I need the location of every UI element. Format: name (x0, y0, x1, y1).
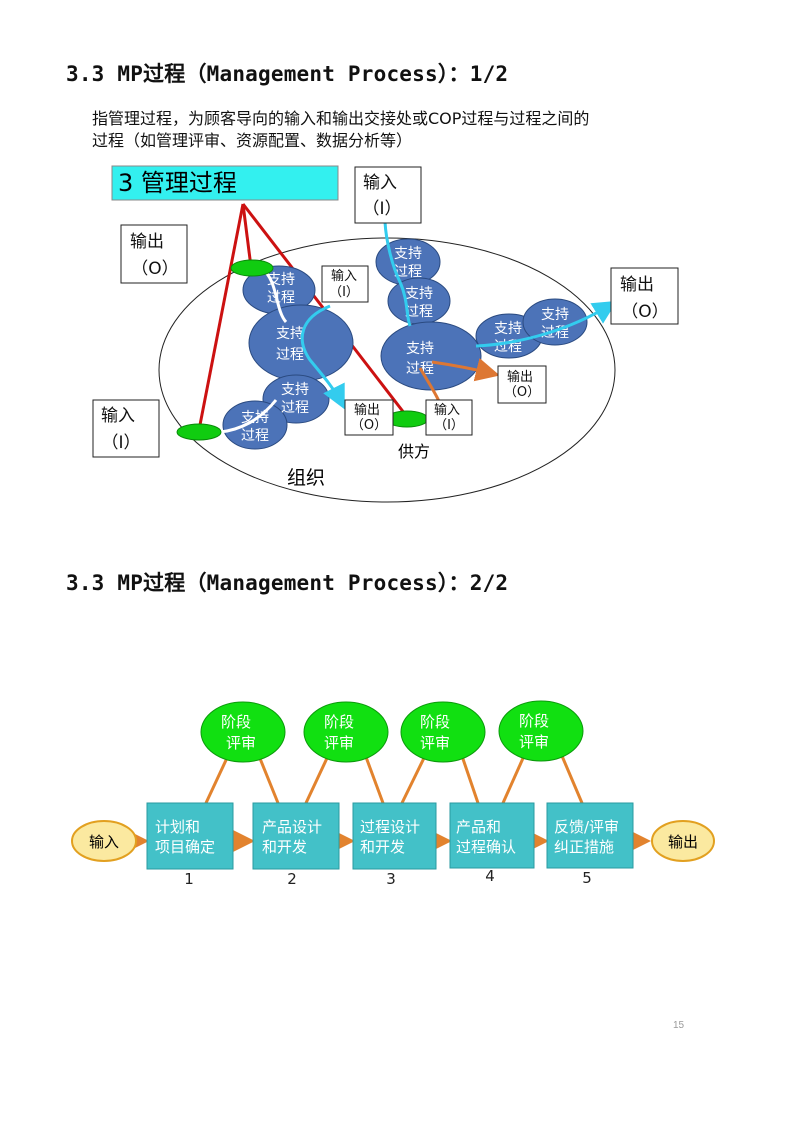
input-left-box (92, 399, 160, 458)
output-right-box (610, 267, 679, 325)
flow-input-label: 输入 (89, 833, 119, 851)
support-label: 支持 (494, 321, 522, 337)
box-text: （O） (504, 385, 540, 400)
stage-label: 过程设计 (360, 818, 420, 836)
stage-review-ellipse (303, 701, 389, 763)
flow-input (71, 820, 137, 862)
input-small-box-2 (425, 399, 473, 436)
review-label: 阶段 (519, 712, 549, 730)
review-label: 评审 (226, 734, 256, 752)
box-text: （O） (621, 302, 668, 322)
support-process-ellipse (380, 321, 482, 391)
stage-label: 过程确认 (456, 838, 516, 856)
support-label: 过程 (281, 400, 309, 416)
support-process-ellipse (248, 304, 354, 382)
stage-number: 3 (386, 870, 396, 888)
output-small-box (344, 399, 394, 436)
support-label: 过程 (394, 264, 422, 280)
stage-label: 项目确定 (155, 838, 215, 856)
stage-review-ellipse (200, 701, 286, 763)
stage-label: 产品设计 (262, 818, 322, 836)
stage-box (352, 802, 437, 870)
review-label: 评审 (519, 733, 549, 751)
stage-box (449, 802, 535, 869)
interface-connector (176, 423, 222, 441)
stage-label: 纠正措施 (554, 838, 614, 856)
stage-box (546, 802, 634, 869)
intro-line-1: 指管理过程，为顾客导向的输入和输出交接处或COP过程与过程之间的 (92, 109, 590, 128)
review-label: 阶段 (221, 713, 251, 731)
review-label: 阶段 (324, 713, 354, 731)
box-text: （I） (329, 285, 359, 300)
box-text: 输出 (130, 232, 164, 252)
review-label: 评审 (420, 734, 450, 752)
box-text: 输入 (363, 173, 397, 193)
stage-label: 和开发 (360, 838, 405, 856)
page-number: 15 (673, 1020, 685, 1031)
box-text: （O） (351, 418, 387, 433)
output-left-box (120, 224, 188, 284)
support-label: 支持 (394, 246, 422, 262)
review-label: 阶段 (420, 713, 450, 731)
box-text: 输入 (434, 402, 460, 418)
support-label: 支持 (281, 382, 309, 398)
stage-box (252, 802, 340, 870)
stage-box (146, 802, 234, 870)
stage-review-ellipse (498, 700, 584, 762)
organization-label: 组织 (287, 467, 325, 489)
support-process-ellipse (522, 298, 588, 346)
output-small-box-2 (497, 365, 547, 404)
interface-connector (230, 259, 274, 277)
box-text: 输出 (354, 402, 380, 418)
stage-number: 2 (287, 870, 297, 888)
stage-number: 5 (582, 869, 592, 887)
stage-number: 1 (184, 870, 194, 888)
intro-line-2: 过程（如管理评审、资源配置、数据分析等） (92, 131, 413, 150)
section1-intro: 指管理过程，为顾客导向的输入和输出交接处或COP过程与过程之间的 过程（如管理评… (92, 108, 692, 152)
diagram-title: 3 管理过程 (118, 169, 237, 197)
stage-number: 4 (485, 867, 495, 885)
box-text: （I） (434, 418, 464, 433)
stage-review-ellipse (400, 701, 486, 763)
box-text: 输入 (101, 406, 135, 426)
box-text: （I） (101, 433, 140, 453)
support-label: 支持 (541, 307, 569, 323)
section1-heading: 3.3 MP过程（Management Process）：1/2 (66, 62, 509, 86)
review-label: 评审 (324, 734, 354, 752)
support-label: 过程 (276, 347, 304, 363)
input-small-box (321, 265, 369, 303)
support-label: 过程 (267, 290, 295, 306)
box-text: （I） (362, 199, 401, 219)
stage-label: 产品和 (456, 818, 501, 836)
title-box (111, 165, 339, 201)
management-process-diagram: 3 管理过程 支持 过程 支持 过程 支持 过程 支持 过程 支持 过程 支持 … (92, 165, 679, 503)
stage-label: 和开发 (262, 838, 307, 856)
support-label: 支持 (405, 286, 433, 302)
flow-output-label: 输出 (668, 833, 698, 851)
stage-label: 反馈/评审 (554, 818, 619, 836)
flow-output (651, 820, 715, 862)
stage-label: 计划和 (155, 818, 200, 836)
support-label: 支持 (406, 341, 434, 357)
box-text: 输入 (331, 268, 357, 284)
box-text: 输出 (620, 275, 654, 295)
support-process-ellipse (222, 400, 288, 450)
support-label: 过程 (241, 428, 269, 444)
box-text: 输出 (507, 369, 533, 385)
supplier-label: 供方 (398, 442, 430, 461)
support-label: 支持 (276, 326, 304, 342)
section2-heading: 3.3 MP过程（Management Process）：2/2 (66, 571, 509, 595)
box-text: （O） (131, 259, 178, 279)
support-label: 过程 (405, 304, 433, 320)
input-top-box (354, 166, 422, 224)
